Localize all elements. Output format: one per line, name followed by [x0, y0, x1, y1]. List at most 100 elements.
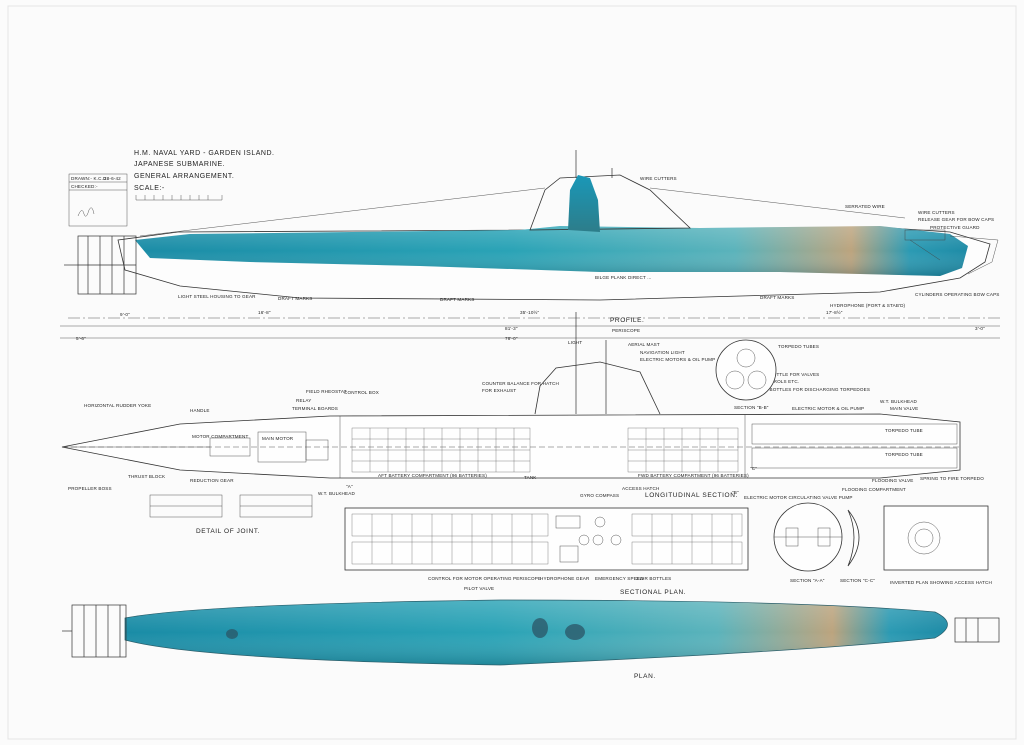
- lbl-reduction-gear: REDUCTION GEAR: [190, 478, 234, 483]
- plan-stern-cage: [62, 604, 127, 658]
- lbl-tank: TANK: [524, 475, 537, 480]
- section-aa-view: SECTION "A-A": [773, 502, 843, 583]
- caption-plan: PLAN.: [634, 673, 656, 680]
- section-conning-tower: [534, 361, 661, 415]
- scale-label: SCALE:-: [134, 185, 165, 192]
- lbl-protective-guard: PROTECTIVE GUARD: [930, 225, 980, 230]
- dim-5ft: 5'-6": [76, 336, 86, 341]
- lbl-wt-bulkhead-2: W.T. BULKHEAD: [318, 491, 355, 496]
- lbl-torpedo-tube-1: TORPEDO TUBE: [885, 428, 923, 433]
- lbl-hydrophone: HYDROPHONE (PORT & STAB'D): [830, 303, 906, 308]
- conning-tower-paint: [568, 175, 600, 232]
- ref-b: "B": [732, 490, 739, 495]
- lbl-draft-marks-1: DRAFT MARKS: [278, 296, 313, 301]
- lbl-draft-marks-3: DRAFT MARKS: [760, 295, 795, 300]
- torpedo-tubes-section: [751, 423, 958, 469]
- conning-tower: [529, 174, 691, 231]
- lbl-controls-etc: CONTROLS ETC.: [760, 379, 799, 384]
- scale-bar: [135, 195, 223, 201]
- lbl-light: LIGHT: [568, 340, 582, 345]
- title-line-2: JAPANESE SUBMARINE.: [134, 161, 225, 168]
- lbl-fwd-battery: FWD BATTERY COMPARTMENT (96 BATTERIES): [638, 473, 749, 478]
- lbl-wire-cutters-bow: WIRE CUTTERS: [918, 210, 955, 215]
- lbl-serrated-wire: SERRATED WIRE: [845, 204, 885, 209]
- caption-section-bb: SECTION "B-B": [734, 405, 769, 410]
- lbl-torpedo-tubes: TORPEDO TUBES: [778, 344, 819, 349]
- lbl-sectional-note1: CONTROL FOR MOTOR OPERATING PERISCOPE: [428, 576, 541, 581]
- sheet-border: [7, 5, 1017, 740]
- lbl-air-bottles-disch: AIR BOTTLES FOR DISCHARGING TORPEDOES: [760, 387, 870, 392]
- jumper-wire-aft: [139, 187, 546, 237]
- lbl-periscope: PERISCOPE: [612, 328, 640, 333]
- section-cc-view: SECTION "C-C": [840, 509, 875, 583]
- lbl-main-motor: MAIN MOTOR: [262, 436, 294, 441]
- lbl-aerial-mast: AERIAL MAST: [628, 342, 660, 347]
- section-hull: [61, 413, 961, 479]
- plan-bow-guard: [954, 617, 1000, 643]
- lbl-draft-marks-2: DRAFT MARKS: [440, 297, 475, 302]
- profile-view: WIRE CUTTERS SERRATED WIRE WIRE CUTTERS …: [60, 150, 1000, 341]
- dim-35ft: 35'-10½": [520, 309, 540, 315]
- dim-16ft: 16'-8": [258, 310, 271, 315]
- caption-section-cc: SECTION "C-C": [840, 578, 875, 583]
- lbl-terminal-boards: TERMINAL BOARDS: [292, 406, 338, 411]
- lbl-sectional-note3: EMERGENCY SPEED: [595, 576, 644, 581]
- plan-hull-damage: [226, 618, 585, 640]
- plan-view: PLAN.: [62, 599, 1000, 680]
- caption-profile: PROFILE.: [610, 317, 644, 324]
- lbl-field-rheostat: FIELD RHEOSTAT: [306, 389, 347, 394]
- lbl-thrust-block: THRUST BLOCK: [128, 474, 166, 479]
- lbl-wt-bulkhead: W.T. BULKHEAD: [880, 399, 917, 404]
- dim-81ft: 81'-3": [505, 326, 518, 331]
- title-line-1: H.M. NAVAL YARD - GARDEN ISLAND.: [134, 150, 274, 157]
- motor-compartment-machinery: [62, 414, 746, 478]
- lbl-sectional-note4: 3 AIR BOTTLES: [636, 576, 671, 581]
- caption-inverted-plan: INVERTED PLAN SHOWING ACCESS HATCH: [890, 580, 992, 585]
- section-bb-view: SECTION "B-B": [715, 339, 777, 410]
- stamp-signature: [77, 207, 95, 217]
- lbl-counter-balance: COUNTER BALANCE FOR HATCH: [482, 381, 559, 386]
- lbl-air-bottle-1: AIR BOTTLE FOR VALVES: [760, 372, 819, 377]
- lbl-light-steel: LIGHT STEEL HOUSING TO GEAR: [178, 294, 256, 299]
- lbl-pilot-valve: PILOT VALVE: [464, 586, 494, 591]
- lbl-torpedo-tube-2: TORPEDO TUBE: [885, 452, 923, 457]
- lbl-main-valve: MAIN VALVE: [890, 406, 918, 411]
- lbl-handle: HANDLE: [190, 408, 210, 413]
- title-block: H.M. NAVAL YARD - GARDEN ISLAND. JAPANES…: [134, 150, 274, 201]
- lbl-horizontal-rudder: HORIZONTAL RUDDER YOKE: [84, 403, 151, 408]
- inverted-plan-view: INVERTED PLAN SHOWING ACCESS HATCH: [883, 505, 992, 585]
- lbl-flooding-valve: FLOODING VALVE: [872, 478, 914, 483]
- lbl-bilge-plank: BILGE PLANK DIRECT ...: [595, 275, 652, 280]
- title-line-3: GENERAL ARRANGEMENT.: [134, 173, 234, 180]
- dim-3ft: 3'-0": [975, 326, 985, 331]
- ref-a: "A": [346, 484, 353, 489]
- stamp-checked: CHECKED:-: [71, 184, 98, 189]
- dim-9ft: 9'-0": [120, 312, 130, 317]
- caption-longitudinal: LONGITUDINAL SECTION.: [645, 492, 738, 499]
- stamp-date: 28-6-42: [104, 176, 121, 181]
- lbl-control-box: CONTROL BOX: [344, 390, 379, 395]
- lbl-relay: RELAY: [296, 398, 311, 403]
- lbl-aft-battery: AFT BATTERY COMPARTMENT (96 BATTERIES): [378, 473, 487, 478]
- lbl-nav-light: NAVIGATION LIGHT: [640, 350, 685, 355]
- dim-78ft: 78'-0": [505, 336, 518, 341]
- lbl-flooding-compartment: FLOODING COMPARTMENT: [842, 487, 906, 492]
- profile-dimension-line: [60, 317, 1000, 339]
- caption-detail-joint: DETAIL OF JOINT.: [196, 528, 260, 535]
- longitudinal-section: LIGHT PERISCOPE AERIAL MAST NAVIGATION L…: [61, 312, 984, 500]
- stern-cage: [64, 235, 137, 295]
- lbl-electric-motor-vent: ELECTRIC MOTOR CIRCULATING VALVE PUMP: [744, 495, 853, 500]
- caption-sectional-plan: SECTIONAL PLAN.: [620, 589, 686, 596]
- bow-guard: [904, 229, 999, 275]
- stamp-drawn: DRAWN:- K.C.D.: [71, 176, 108, 181]
- lbl-access-hatch: ACCESS HATCH: [622, 486, 659, 491]
- lbl-gyro-compass: GYRO COMPASS: [580, 493, 619, 498]
- lbl-propeller-boss: PROPELLER BOSS: [68, 486, 112, 491]
- lbl-spring-firing: SPRING TO FIRE TORPEDO: [920, 476, 984, 481]
- lbl-release-gear: RELEASE GEAR FOR BOW CAPS: [918, 217, 994, 222]
- caption-section-aa: SECTION "A-A": [790, 578, 825, 583]
- dim-17ft: 17'-8½": [826, 309, 843, 315]
- lbl-electric-motors: ELECTRIC MOTORS & OIL PUMP: [640, 357, 715, 362]
- lbl-for-exhaust: FOR EXHAUST: [482, 388, 516, 393]
